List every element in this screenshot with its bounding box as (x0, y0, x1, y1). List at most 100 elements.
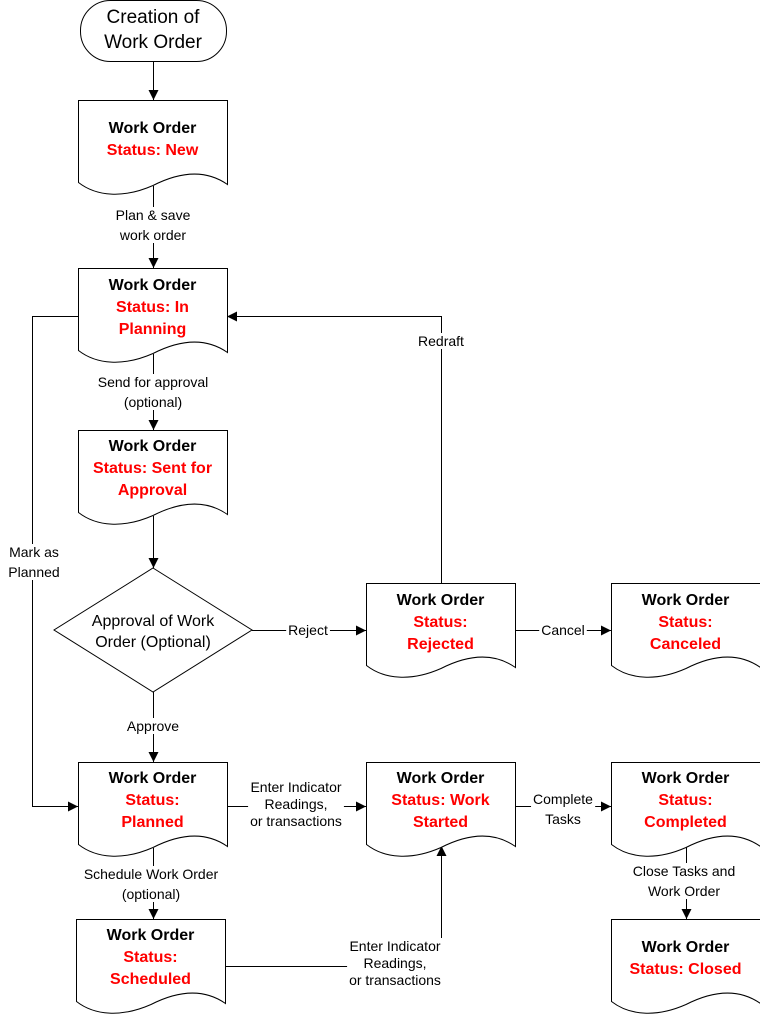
edge-label-line: Work Order (648, 883, 720, 899)
arrowhead-icon (681, 909, 692, 919)
arrowhead-icon (227, 311, 237, 322)
edge-label-background (347, 938, 443, 988)
node-status: Scheduled (110, 971, 191, 988)
node-status: Rejected (407, 636, 474, 653)
node-title: Work Order (642, 939, 730, 956)
edge-label-line: Complete (533, 791, 593, 807)
start-terminator[interactable]: Creation of Work Order (80, 0, 227, 62)
edge-label-line: (optional) (122, 886, 180, 902)
document-shape (611, 762, 760, 857)
edge-label-line: Plan & save (116, 207, 191, 223)
node-status: Status: (658, 792, 712, 809)
document-shape (366, 762, 516, 857)
node-title: Work Order (107, 927, 195, 944)
edge-label-line: work order (119, 227, 186, 243)
document-shape (611, 583, 760, 678)
node-status: Planned (121, 814, 183, 831)
edge-label-background (124, 718, 182, 734)
edge-sent-to-decision[interactable] (148, 516, 159, 568)
start-label-line: Creation of (107, 7, 201, 28)
edge-label-line: Cancel (541, 622, 585, 638)
edge-label-planned-to-scheduled: Schedule Work Order (optional) (81, 866, 221, 902)
edge-label-line: (optional) (124, 394, 182, 410)
node-title: Work Order (642, 592, 730, 609)
node-title: Work Order (109, 120, 197, 137)
arrowhead-icon (601, 625, 611, 636)
arrowhead-icon (601, 801, 611, 812)
edge-label-line: Close Tasks and (633, 863, 735, 879)
arrowhead-icon (148, 752, 159, 762)
edge-label-background (113, 207, 193, 243)
arrowhead-icon (356, 625, 366, 636)
edge-label-line: Tasks (545, 811, 581, 827)
edge-label-decision-reject: Reject (286, 622, 330, 638)
node-title: Work Order (109, 438, 197, 455)
edge-label-line: Readings, (264, 796, 327, 812)
node-status: Completed (644, 814, 727, 831)
edge-label-line: Enter Indicator (250, 779, 341, 795)
decision-label-line: Order (Optional) (95, 634, 211, 651)
node-status: Status: (658, 614, 712, 631)
edge-label-background (248, 779, 344, 829)
document-shape (611, 919, 760, 1014)
edge-label-line: Mark as (9, 544, 59, 560)
arrowhead-icon (148, 90, 159, 100)
arrowhead-icon (148, 909, 159, 919)
edge-create-to-new[interactable] (148, 62, 159, 100)
arrowhead-icon (436, 846, 447, 856)
node-status: Canceled (650, 636, 721, 653)
edge-label-background (531, 791, 596, 827)
document-shape (76, 919, 226, 1014)
document-shape (78, 100, 228, 195)
edge-label-line: Send for approval (98, 374, 209, 390)
node-status: Approval (118, 482, 187, 499)
edge-rejected-redraft[interactable] (227, 311, 442, 584)
node-title: Work Order (109, 770, 197, 787)
node-title: Work Order (397, 770, 485, 787)
edge-label-line: Reject (288, 622, 328, 638)
arrowhead-icon (68, 801, 78, 812)
edge-label-line: Redraft (418, 333, 464, 349)
edge-label-decision-approve: Approve (124, 718, 182, 734)
node-status: Status: New (107, 142, 199, 159)
edge-label-line: Enter Indicator (349, 938, 440, 954)
node-status: Started (413, 814, 468, 831)
connector-line (227, 316, 442, 583)
node-status: Status: Sent for (93, 460, 212, 477)
edge-label-background (286, 622, 330, 638)
edge-label-rejected-cancel: Cancel (539, 622, 587, 638)
edge-label-line: or transactions (349, 972, 441, 988)
edge-label-background (6, 544, 62, 580)
node-status: Status: Work (391, 792, 489, 809)
edge-label-line: Schedule Work Order (84, 866, 219, 882)
edge-label-line: or transactions (250, 813, 342, 829)
node-status: Status: In (116, 299, 189, 316)
start-label-line: Work Order (104, 32, 203, 53)
arrowhead-icon (148, 258, 159, 268)
node-title: Work Order (397, 592, 485, 609)
edge-label-rejected-redraft: Redraft (416, 333, 467, 349)
node-status: Status: (125, 792, 179, 809)
edge-label-background (630, 863, 738, 899)
node-title: Work Order (642, 770, 730, 787)
arrowhead-icon (356, 801, 366, 812)
decision-diamond (53, 567, 253, 693)
edge-label-line: Readings, (363, 955, 426, 971)
arrowhead-icon (148, 558, 159, 568)
edge-label-background (81, 866, 221, 902)
